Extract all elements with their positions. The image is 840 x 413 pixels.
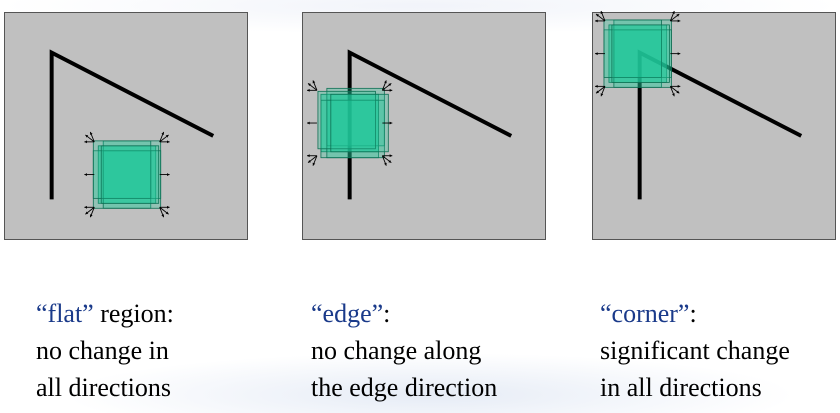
shift-arrow-head xyxy=(167,205,170,209)
shift-arrow-head xyxy=(676,90,680,94)
shifted-window xyxy=(608,24,667,83)
corner-caption: “corner”: significant change in all dire… xyxy=(600,295,790,406)
flat-keyword: “flat” xyxy=(36,299,94,328)
shift-arrow-head xyxy=(308,83,311,87)
shift-arrow-head xyxy=(89,214,93,218)
shifted-window xyxy=(317,90,376,150)
shift-arrow-head xyxy=(167,173,170,176)
shifted-window xyxy=(100,145,160,204)
edge-panel xyxy=(302,12,546,240)
shift-arrow-head xyxy=(308,159,311,163)
corner-illustration xyxy=(595,10,803,200)
shift-arrow-head xyxy=(85,211,89,215)
shifted-window xyxy=(603,19,662,78)
flat-caption-line3: all directions xyxy=(36,373,172,402)
flat-caption: “flat” region: no change in all directio… xyxy=(36,295,174,406)
shifted-window xyxy=(97,145,157,204)
shifted-window xyxy=(330,93,389,153)
shift-arrow-head xyxy=(89,131,93,135)
flat-caption-line2: no change in xyxy=(36,336,169,365)
shift-arrow-head xyxy=(312,162,316,166)
corner-keyword: “corner” xyxy=(600,299,690,328)
shift-arrow-head xyxy=(600,93,604,97)
edge-caption-line3: the edge direction xyxy=(311,373,498,402)
corner-panel xyxy=(592,10,836,240)
shift-arrow-head xyxy=(677,84,681,88)
flat-region-illustration xyxy=(49,49,215,218)
shift-arrow-head xyxy=(165,134,169,138)
edge-caption-line2: no change along xyxy=(311,336,482,365)
shift-arrow-head xyxy=(307,154,310,158)
edge-caption: “edge”: no change along the edge directi… xyxy=(311,295,497,406)
corner-caption-line3: in all directions xyxy=(600,373,762,402)
flat-region-panel xyxy=(4,12,248,240)
shift-arrow-head xyxy=(595,19,598,23)
shift-arrow-head xyxy=(388,159,392,163)
shifted-window xyxy=(611,24,670,83)
shift-arrow-head xyxy=(384,80,387,84)
shift-arrow-head xyxy=(388,83,392,87)
shift-arrow-head xyxy=(161,214,165,218)
shift-arrow-head xyxy=(677,19,681,23)
shift-arrow-head xyxy=(672,11,675,14)
shift-arrow-head xyxy=(84,173,87,176)
shift-arrow-head xyxy=(389,88,393,92)
shift-arrow-head xyxy=(312,80,316,84)
shift-arrow-head xyxy=(167,140,170,144)
shift-arrow-head xyxy=(596,90,599,94)
shift-arrow-head xyxy=(389,121,393,125)
shift-arrow-head xyxy=(600,11,604,14)
shift-arrow-head xyxy=(84,205,87,209)
shift-arrow-head xyxy=(677,52,681,56)
shift-arrow-head xyxy=(165,211,169,215)
shift-arrow-head xyxy=(595,52,598,56)
shifted-window xyxy=(92,140,152,199)
edge-illustration xyxy=(307,49,513,200)
window-stack xyxy=(595,10,681,97)
shift-arrow-head xyxy=(676,13,680,17)
edge-caption-line1: “edge”: xyxy=(311,295,497,332)
corner-shape-lines xyxy=(49,49,215,200)
shift-arrow-head xyxy=(84,140,87,144)
shift-arrow-head xyxy=(307,121,310,125)
corner-caption-line2: significant change xyxy=(600,336,790,365)
window-stack xyxy=(84,131,170,218)
corner-caption-rest: : xyxy=(689,299,697,328)
shift-arrow-head xyxy=(596,13,599,17)
window-stack xyxy=(307,80,393,166)
shift-arrow-head xyxy=(161,131,165,135)
corner-caption-line1: “corner”: xyxy=(600,295,790,332)
shift-arrow-head xyxy=(85,134,89,138)
edge-caption-rest: : xyxy=(383,299,391,328)
flat-caption-rest: region: xyxy=(93,299,174,328)
shift-arrow-head xyxy=(672,93,675,97)
edge-keyword: “edge” xyxy=(311,299,384,328)
shifted-window xyxy=(326,99,385,159)
shift-arrow-head xyxy=(307,88,310,92)
shift-arrow-head xyxy=(384,162,387,166)
flat-caption-line1: “flat” region: xyxy=(36,295,174,332)
shift-arrow-head xyxy=(595,84,598,88)
shift-arrow-head xyxy=(389,154,393,158)
